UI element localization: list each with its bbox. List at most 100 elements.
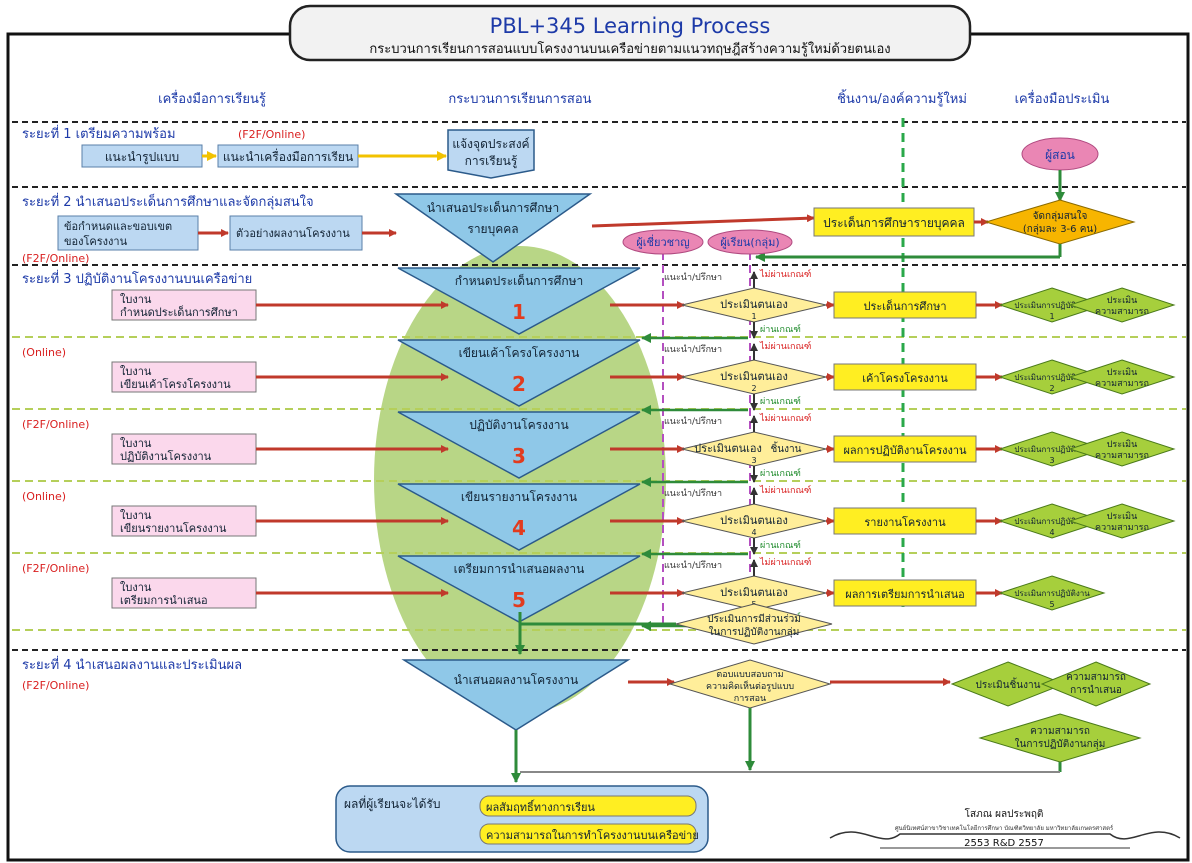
results-label: ผลที่ผู้เรียนจะได้รับ xyxy=(344,795,440,812)
subtitle-text: กระบวนการเรียนการสอนแบบโครงงานบนเครือข่า… xyxy=(369,41,890,57)
individual-topics-label: ประเด็นการศึกษารายบุคคล xyxy=(823,215,965,231)
participation-diamond xyxy=(675,603,833,645)
step-4-advise-label: แนะนำ/ปรึกษา xyxy=(664,488,722,499)
phase1-title: ระยะที่ 1 เตรียมความพร้อม xyxy=(22,125,176,142)
result-item-network-project xyxy=(479,823,697,845)
example-projects-label: ตัวอย่างผลงานโครงงาน xyxy=(236,226,350,240)
expert-oval xyxy=(622,229,704,255)
participation-label-1: ประเมินการมีส่วนร่วม xyxy=(707,613,801,625)
intro-tools-label: แนะนำเครื่องมือการเรียน xyxy=(223,148,353,164)
step-4-ability-eval-diamond xyxy=(1068,503,1176,539)
result-item-network-project-label: ความสามารถในการทำโครงงานบนเครือข่าย xyxy=(486,828,699,842)
step-1-ability-eval-label-1: ประเมิน xyxy=(1107,295,1138,306)
step-5-worksheet-label-1: ใบงาน xyxy=(120,581,152,594)
expert-label: ผู้เชี่ยวชาญ xyxy=(636,234,689,249)
step-4-pass-label: ผ่านเกณฑ์ xyxy=(760,539,801,551)
group-ability-label-1: ความสามารถ xyxy=(1030,726,1090,737)
work-eval-label: ประเมินชิ้นงาน xyxy=(976,677,1041,691)
present-topics-triangle xyxy=(393,193,593,263)
step-4-triangle xyxy=(397,483,641,551)
step-1-number: 1 xyxy=(512,300,526,324)
step-2-advise-label: แนะนำ/ปรึกษา xyxy=(664,344,722,355)
step-4-output-box xyxy=(833,507,977,535)
step-5-output-box xyxy=(833,579,977,607)
step-3-advise-label: แนะนำ/ปรึกษา xyxy=(664,416,722,427)
author-affiliation: ศูนย์นิเทศน์สาขาวิชาเทคโนโลยีการศึกษา บั… xyxy=(895,824,1114,832)
step-1-performance-eval-label: ประเมินการปฏิบัติงาน xyxy=(1014,301,1090,310)
objective-label-1: แจ้งจุดประสงค์ xyxy=(452,137,529,152)
step-2-performance-eval-label: ประเมินการปฏิบัติงาน xyxy=(1014,373,1090,382)
step-4-self-assessment-label: ประเมินตนเอง xyxy=(720,514,788,527)
author-name: โสภณ ผลประพฤติ xyxy=(965,807,1044,820)
step-4-fail-label: ไม่ผ่านเกณฑ์ xyxy=(759,484,811,496)
step-1-worksheet-label-2: กำหนดประเด็นการศึกษา xyxy=(120,305,238,319)
step-1-output-box xyxy=(833,291,977,319)
result-item-achievement xyxy=(479,795,697,817)
step-1-worksheet-card xyxy=(111,289,257,321)
survey-label-2: ความคิดเห็นต่อรูปแบบ xyxy=(706,679,794,692)
step-4-worksheet-card xyxy=(111,505,257,537)
step-2-fail-label: ไม่ผ่านเกณฑ์ xyxy=(759,340,811,352)
project-scope-label-2: ของโครงงาน xyxy=(64,234,128,248)
step-4-ability-eval-label-2: ความสามารถ xyxy=(1095,523,1149,533)
step-1-worksheet-label-1: ใบงาน xyxy=(120,293,152,306)
title-text: PBL+345 Learning Process xyxy=(490,14,771,38)
group-ability-label-2: ในการปฏิบัติงานกลุ่ม xyxy=(1015,738,1106,750)
step-3-triangle xyxy=(397,411,641,479)
step-2-worksheet-card xyxy=(111,361,257,393)
step-2-triangle xyxy=(397,339,641,407)
step-2-performance-eval-num: 2 xyxy=(1049,384,1054,393)
step-2-output-box xyxy=(833,363,977,391)
step-1-self-assessment-num: 1 xyxy=(751,312,756,321)
step-5-worksheet-label-2: เตรียมการนำเสนอ xyxy=(120,594,208,607)
presentation-ability-label-2: การนำเสนอ xyxy=(1070,685,1122,696)
step-2-ability-eval-label-1: ประเมิน xyxy=(1107,367,1138,378)
step-3-self-assessment-label: ประเมินตนเอง xyxy=(694,442,762,455)
step-3-pass-label: ผ่านเกณฑ์ xyxy=(760,467,801,479)
step-3-number: 3 xyxy=(512,444,526,468)
step-5-worksheet-card xyxy=(111,577,257,609)
presentation-ability-diamond xyxy=(1040,661,1152,707)
step-3-output-label: ผลการปฏิบัติงานโครงงาน xyxy=(843,443,967,457)
step-4-worksheet-label-1: ใบงาน xyxy=(120,509,152,522)
work-eval-diamond xyxy=(950,661,1066,707)
step-1-name: กำหนดประเด็นการศึกษา xyxy=(455,273,584,288)
result-item-achievement-label: ผลสัมฤทธิ์ทางการเรียน xyxy=(486,799,595,814)
col-header-assessment: เครื่องมือประเมิน xyxy=(1015,90,1110,107)
step-1-output-label: ประเด็นการศึกษา xyxy=(863,299,946,313)
phase4-title: ระยะที่ 4 นำเสนอผลงานและประเมินผล xyxy=(22,656,242,673)
step-5-advise-label: แนะนำ/ปรึกษา xyxy=(664,560,722,571)
col-header-tools: เครื่องมือการเรียนรู้ xyxy=(158,90,266,107)
objective-label-2: การเรียนรู้ xyxy=(465,154,518,169)
step-1-ability-eval-diamond xyxy=(1068,287,1176,323)
phase1-mode: (F2F/Online) xyxy=(238,128,305,141)
group-formation-diamond xyxy=(984,199,1136,245)
step-4-performance-eval-label: ประเมินการปฏิบัติงาน xyxy=(1014,517,1090,526)
step-1-fail-label: ไม่ผ่านเกณฑ์ xyxy=(759,268,811,280)
group-formation-label-2: (กลุ่มละ 3-6 คน) xyxy=(1023,224,1097,235)
group-ability-diamond xyxy=(978,713,1142,763)
teacher-label: ผู้สอน xyxy=(1045,148,1075,163)
present-topics-label-2: รายบุคคล xyxy=(467,222,518,237)
step-1-performance-eval-num: 1 xyxy=(1049,312,1054,321)
step-4-worksheet-label-2: เขียนรายงานโครงงาน xyxy=(120,521,227,535)
signature-years: 2553 R&D 2557 xyxy=(964,838,1044,849)
step-5-self-assessment-label: ประเมินตนเอง xyxy=(720,586,788,599)
step-3-ability-eval-label-2: ความสามารถ xyxy=(1095,451,1149,461)
step-1-ability-eval-label-2: ความสามารถ xyxy=(1095,307,1149,317)
step-1-pass-label: ผ่านเกณฑ์ xyxy=(760,323,801,335)
step-5-performance-eval-diamond xyxy=(998,575,1106,611)
step-3-output-box xyxy=(833,435,977,463)
step-2-pass-label: ผ่านเกณฑ์ xyxy=(760,395,801,407)
project-scope-label-1: ข้อกำหนดและขอบเขต xyxy=(64,220,172,233)
steps-group: ใบงานกำหนดประเด็นการศึกษากำหนดประเด็นการ… xyxy=(22,267,1176,631)
objective-box xyxy=(447,129,535,179)
step-3-worksheet-label-2: ปฏิบัติงานโครงงาน xyxy=(120,449,212,463)
step-1-advise-label: แนะนำ/ปรึกษา xyxy=(664,272,722,283)
step-4-self-assessment-num: 4 xyxy=(751,528,756,537)
step-2-mode: (Online) xyxy=(22,346,66,359)
present-results-label: นำเสนอผลงานโครงงาน xyxy=(454,673,579,687)
step-5-triangle xyxy=(397,555,641,623)
col-header-process: กระบวนการเรียนการสอน xyxy=(448,91,591,107)
